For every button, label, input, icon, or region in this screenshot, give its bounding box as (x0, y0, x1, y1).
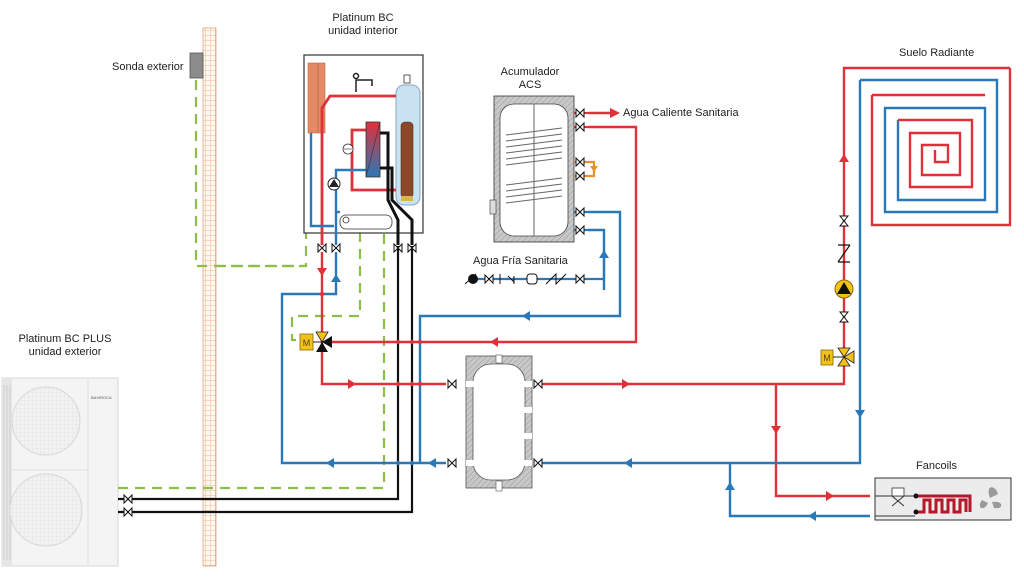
dhw-tank (489, 95, 575, 243)
hot-water-label: Agua Caliente Sanitaria (623, 107, 739, 119)
underfloor-check-valve (837, 244, 851, 263)
mixing-valve-underfloor: M (820, 347, 855, 367)
outdoor-unit-title: Platinum BC PLUS (18, 333, 112, 345)
underfloor-circulator-pump (834, 279, 854, 299)
dhw-tank-label: Acumulador ACS (495, 66, 565, 92)
flow-arrows-supply (317, 108, 849, 501)
pipe-junctions (319, 291, 423, 387)
underfloor-isolation-valves (838, 215, 850, 323)
buffer-valves (447, 378, 543, 469)
refrigerant-lines (118, 246, 414, 514)
diverter-valve-dhw: M (299, 331, 332, 352)
outdoor-unit-label: Platinum BC PLUS unidad exterior (10, 333, 120, 359)
motor-label: M (823, 353, 831, 363)
indoor-unit (303, 54, 424, 245)
recirc-arrow (590, 166, 598, 172)
motor-label: M (303, 338, 311, 348)
underfloor-label: Suelo Radiante (899, 47, 975, 59)
indoor-unit-title: Platinum BC (332, 12, 394, 24)
dhw-tank-subtitle: ACS (518, 79, 542, 91)
dhw-tank-title: Acumulador (500, 66, 560, 78)
supply-pipes (320, 66, 1010, 498)
flow-arrows-return (326, 250, 865, 521)
cold-water-inlet-assembly (464, 250, 606, 286)
fancoils-label: Fancoils (916, 460, 957, 472)
dhw-valves (575, 107, 585, 236)
fan-icon (979, 487, 1002, 509)
indoor-unit-label: Platinum BC unidad interior (318, 12, 408, 38)
building-wall (202, 27, 217, 567)
outdoor-sensor-label: Sonda exterior (112, 61, 184, 73)
indoor-unit-subtitle: unidad interior (328, 25, 398, 37)
safety-valve-icon (352, 72, 373, 92)
underfloor-heating-spiral (860, 68, 1012, 227)
cold-water-label: Agua Fría Sanitaria (473, 255, 568, 267)
fancoil-unit (874, 477, 1012, 521)
buffer-tank (465, 354, 533, 492)
outdoor-unit-subtitle: unidad exterior (28, 346, 102, 358)
outdoor-unit: BAXIROCA (1, 377, 119, 567)
outdoor-refrigerant-valves (123, 493, 133, 518)
outdoor-brand-label: BAXIROCA (91, 395, 112, 400)
signal-wiring (118, 80, 386, 490)
outdoor-sensor (189, 52, 204, 79)
indoor-outlet-valves (317, 242, 417, 254)
